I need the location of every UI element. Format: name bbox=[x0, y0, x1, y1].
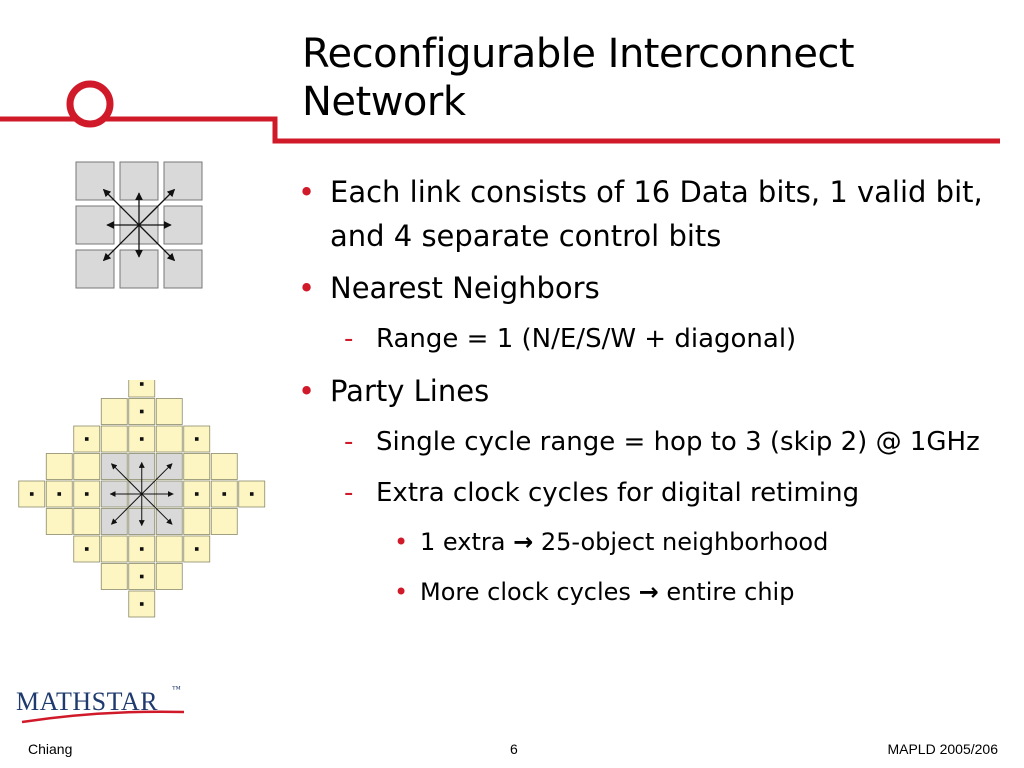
bullet-text: 25-object neighborhood bbox=[540, 528, 829, 556]
bullet-marker: • bbox=[298, 271, 316, 305]
party-line-diagram bbox=[18, 380, 266, 618]
endpoint-dot bbox=[84, 547, 89, 551]
bullet-list: • Each link consists of 16 Data bits, 1 … bbox=[296, 170, 1016, 623]
nearest-neighbor-diagram bbox=[75, 161, 203, 289]
endpoint-dot bbox=[139, 382, 144, 386]
neighbor-link-arrow bbox=[138, 188, 176, 226]
dash-marker: - bbox=[344, 427, 354, 457]
bullet-text: Party Lines bbox=[330, 374, 490, 408]
footer-author: Chiang bbox=[28, 741, 73, 757]
footer-conference: MAPLD 2005/206 bbox=[887, 741, 998, 757]
bullet-text: Each link consists of 16 Data bits, 1 va… bbox=[330, 175, 983, 253]
endpoint-dot bbox=[249, 492, 254, 496]
endpoint-dot bbox=[139, 437, 144, 441]
dash-marker: - bbox=[344, 478, 354, 508]
party-line-cell bbox=[128, 398, 156, 425]
bullet-text: Single cycle range = hop to 3 (skip 2) @… bbox=[376, 427, 980, 457]
bullet-text: Nearest Neighbors bbox=[330, 271, 600, 305]
sub-sub-bullet-item: • 1 extra → 25-object neighborhood bbox=[296, 523, 1016, 561]
party-line-arrow bbox=[141, 493, 173, 525]
party-line-cell bbox=[155, 563, 183, 590]
bullet-text: Extra clock cycles for digital retiming bbox=[376, 478, 860, 508]
logo-swoosh bbox=[21, 710, 185, 724]
bullet-marker: • bbox=[394, 528, 409, 556]
party-line-cell bbox=[128, 590, 156, 618]
right-arrow-icon: → bbox=[638, 578, 659, 606]
party-line-cell bbox=[73, 453, 101, 480]
neighbor-link-arrow bbox=[138, 224, 176, 262]
title-decoration-line bbox=[0, 80, 1000, 144]
bullet-text: Range = 1 (N/E/S/W + diagonal) bbox=[376, 324, 797, 354]
endpoint-dot bbox=[139, 547, 144, 551]
bullet-item: • Party Lines bbox=[296, 369, 1016, 413]
party-line-cell bbox=[100, 535, 128, 563]
party-line-cell bbox=[183, 508, 211, 535]
endpoint-dot bbox=[139, 602, 144, 606]
party-line-cell bbox=[183, 453, 211, 480]
party-line-arrow bbox=[141, 463, 173, 495]
endpoint-dot bbox=[139, 409, 144, 414]
mathstar-logo: MATHSTAR ™ bbox=[16, 684, 185, 724]
party-line-cell bbox=[73, 508, 101, 535]
bullet-item: • Each link consists of 16 Data bits, 1 … bbox=[296, 170, 1016, 258]
neighbor-link-arrow bbox=[102, 188, 140, 226]
endpoint-dot bbox=[194, 492, 199, 496]
party-line-arrow bbox=[110, 493, 143, 525]
party-line-cell bbox=[155, 398, 183, 425]
party-line-cell bbox=[45, 453, 73, 480]
endpoint-dot bbox=[29, 492, 34, 496]
party-line-cell bbox=[100, 563, 128, 590]
title-line: Reconfigurable Interconnect bbox=[302, 31, 855, 77]
sub-sub-bullet-item: • More clock cycles → entire chip bbox=[296, 573, 1016, 611]
bullet-item: • Nearest Neighbors bbox=[296, 266, 1016, 310]
bullet-marker: • bbox=[298, 374, 316, 408]
dash-marker: - bbox=[344, 324, 354, 354]
endpoint-dot bbox=[84, 437, 89, 441]
title-line: Network bbox=[302, 79, 466, 125]
party-line-arrow bbox=[110, 463, 143, 495]
endpoint-dot bbox=[84, 492, 89, 496]
endpoint-dot bbox=[57, 492, 62, 496]
party-line-cell bbox=[210, 453, 238, 480]
endpoint-dot bbox=[139, 574, 144, 579]
party-line-cell bbox=[128, 380, 156, 398]
party-line-cell bbox=[18, 480, 46, 508]
party-line-cell bbox=[155, 425, 183, 453]
bullet-text: entire chip bbox=[666, 578, 795, 606]
endpoint-dot bbox=[222, 492, 227, 496]
bullet-marker: • bbox=[298, 175, 316, 209]
party-line-cell bbox=[100, 398, 128, 425]
endpoint-dot bbox=[194, 437, 199, 441]
bullet-text: More clock cycles bbox=[420, 578, 631, 606]
neighbor-link-arrow bbox=[102, 224, 140, 262]
trademark-symbol: ™ bbox=[172, 684, 181, 694]
bullet-marker: • bbox=[394, 578, 409, 606]
sub-bullet-item: - Single cycle range = hop to 3 (skip 2)… bbox=[296, 421, 1016, 464]
right-arrow-icon: → bbox=[513, 528, 534, 556]
sub-bullet-item: - Range = 1 (N/E/S/W + diagonal) bbox=[296, 318, 1016, 361]
endpoint-dot bbox=[194, 547, 199, 551]
party-line-cell bbox=[45, 508, 73, 535]
page-number: 6 bbox=[510, 741, 518, 757]
party-line-cell bbox=[100, 425, 128, 453]
bullet-text: 1 extra bbox=[420, 528, 506, 556]
party-line-cell bbox=[155, 535, 183, 563]
sub-bullet-item: - Extra clock cycles for digital retimin… bbox=[296, 472, 1016, 515]
slide-title: Reconfigurable Interconnect Network bbox=[302, 30, 1002, 126]
party-line-cell bbox=[210, 508, 238, 535]
